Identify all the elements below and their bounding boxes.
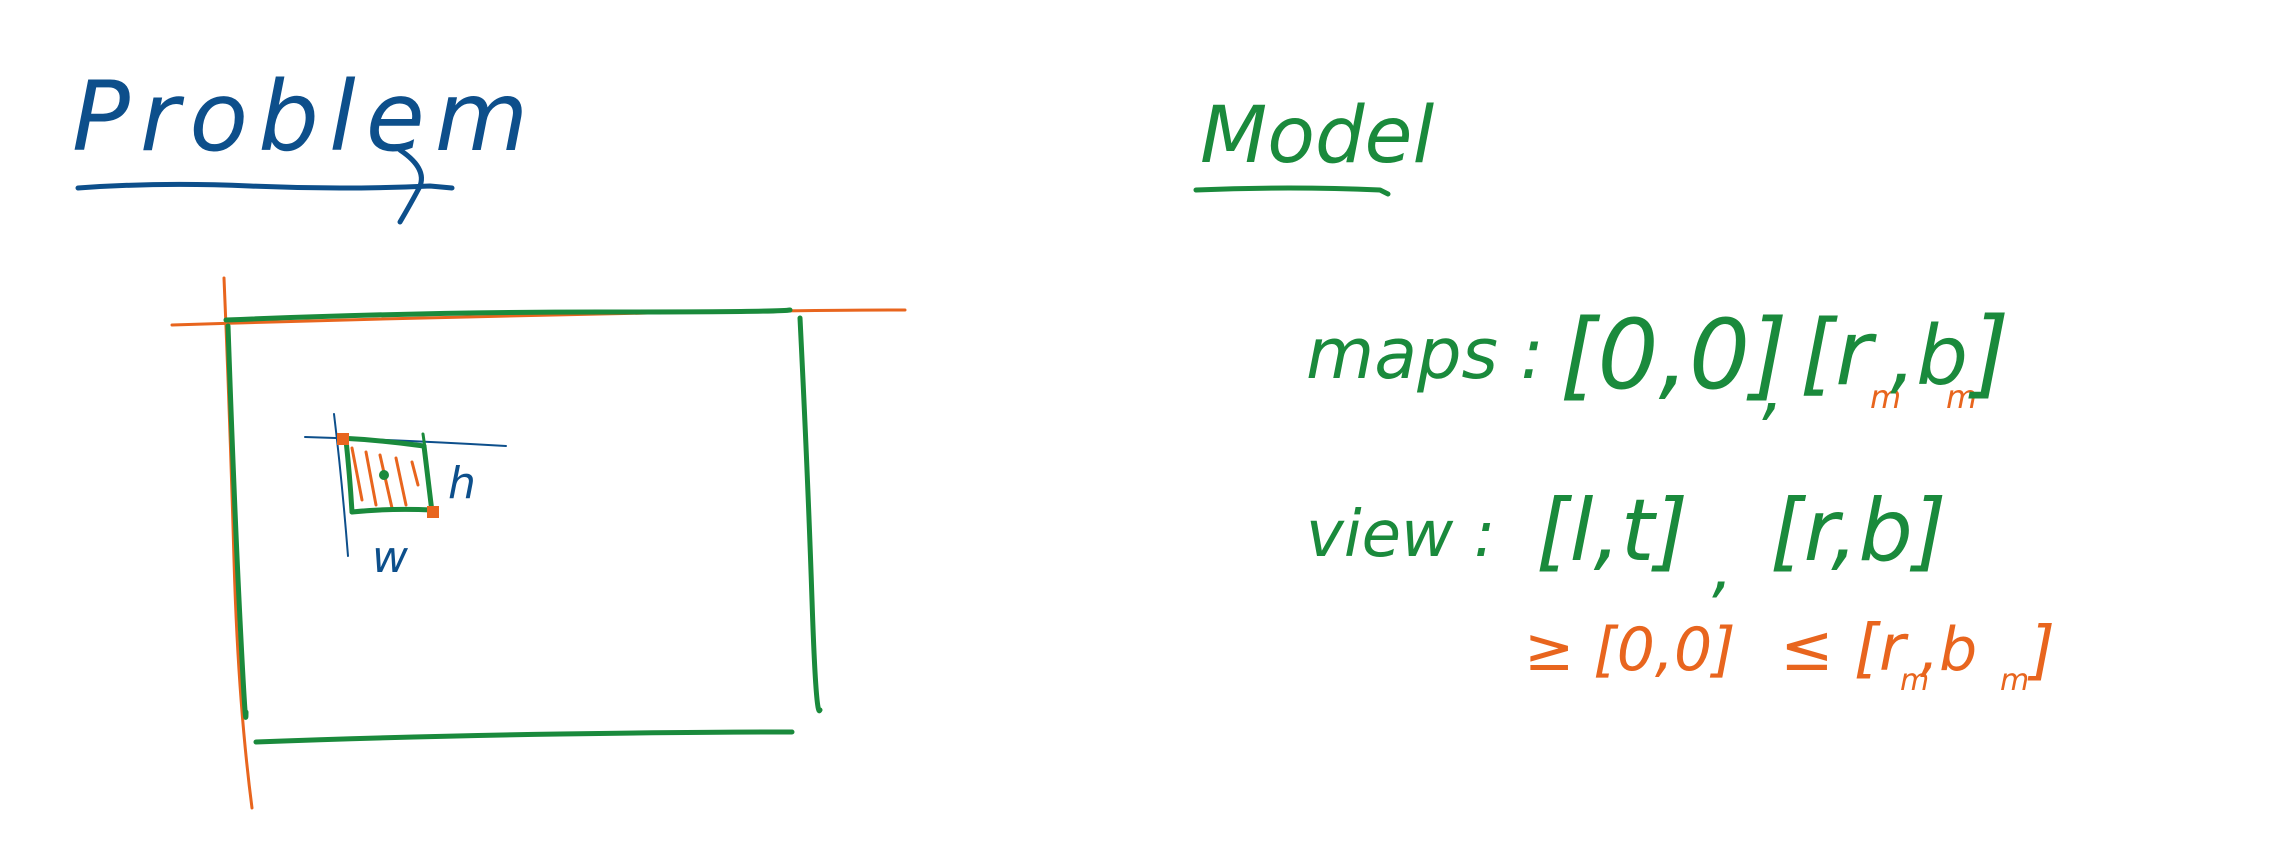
maps-b-subscript: m bbox=[1946, 378, 1977, 416]
view-box: h w bbox=[304, 413, 507, 583]
constraint-upper-open: ≤ [r bbox=[1780, 612, 1909, 686]
maps-r-subscript: m bbox=[1870, 378, 1901, 416]
view-second-point: [r,b] bbox=[1770, 481, 1947, 581]
view-separator: , bbox=[1712, 529, 1733, 606]
view-top-guide-blue bbox=[304, 436, 507, 447]
problem-heading: Problem bbox=[72, 61, 538, 173]
view-rect-bottom bbox=[349, 506, 435, 515]
problem-section: Problem h w bbox=[72, 61, 907, 810]
maps-label: maps : bbox=[1306, 313, 1544, 395]
view-height-label: h bbox=[448, 458, 476, 509]
map-frame-right bbox=[797, 315, 823, 714]
view-bottom-right-marker bbox=[427, 506, 439, 518]
view-rect-left bbox=[343, 437, 355, 515]
model-section: Model maps : [0,0] , [r m ,b m ] view : … bbox=[1193, 91, 2055, 698]
model-heading-underline bbox=[1193, 185, 1391, 197]
constraints-line: ≥ [0,0] ≤ [r m ,b m ] bbox=[1524, 612, 2055, 698]
view-vertical-tick bbox=[421, 432, 427, 450]
model-heading: Model bbox=[1200, 91, 1435, 181]
constraint-upper-r-subscript: m bbox=[1900, 663, 1929, 698]
view-top-left-marker bbox=[337, 433, 349, 445]
problem-heading-arrow-hook bbox=[397, 147, 424, 225]
view-left-guide-blue bbox=[333, 413, 349, 557]
maps-second-mid: ,b bbox=[1890, 309, 1968, 404]
maps-line: maps : [0,0] , [r m ,b m ] bbox=[1306, 297, 2009, 429]
map-frame-left bbox=[225, 323, 249, 720]
maps-first-point: [0,0] bbox=[1560, 299, 1788, 411]
constraint-upper-mid: ,b bbox=[1920, 615, 1977, 685]
problem-heading-underline bbox=[75, 181, 455, 191]
maps-separator: , bbox=[1762, 347, 1784, 429]
view-center-dot bbox=[379, 470, 389, 480]
view-line: view : [l,t] , [r,b] bbox=[1306, 481, 1947, 606]
constraint-upper-close: ] bbox=[2027, 614, 2055, 688]
view-first-point: [l,t] bbox=[1536, 481, 1688, 581]
maps-second-close: ] bbox=[1968, 297, 2009, 409]
constraint-lower: ≥ [0,0] bbox=[1524, 615, 1736, 685]
view-label: view : bbox=[1306, 498, 1495, 572]
maps-second-open: [r bbox=[1800, 301, 1877, 406]
map-frame-top bbox=[223, 307, 793, 323]
view-width-label: w bbox=[372, 532, 409, 583]
view-rect-right bbox=[421, 443, 435, 515]
constraint-upper-b-subscript: m bbox=[2000, 663, 2029, 698]
view-rect-top bbox=[337, 435, 427, 449]
map-frame-bottom bbox=[253, 729, 795, 745]
view-hatching bbox=[350, 446, 420, 510]
